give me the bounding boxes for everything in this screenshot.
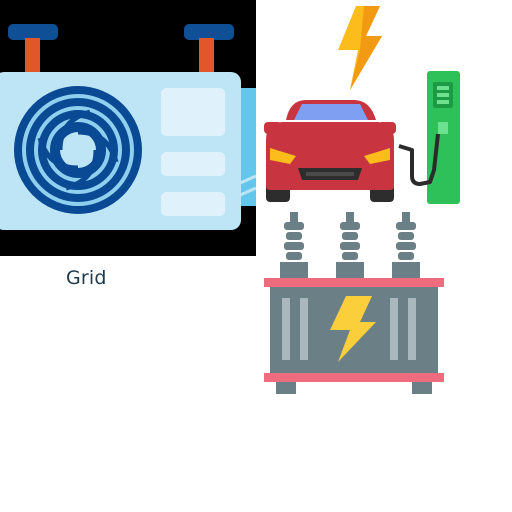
lightning-bolt-icon [338,6,382,90]
electric-car-charging-icon [264,71,460,204]
grid-label: Grid [66,267,107,289]
heat-pump-panel [0,0,256,256]
transformer-icon [264,212,444,394]
heat-pump-icon [0,24,256,230]
